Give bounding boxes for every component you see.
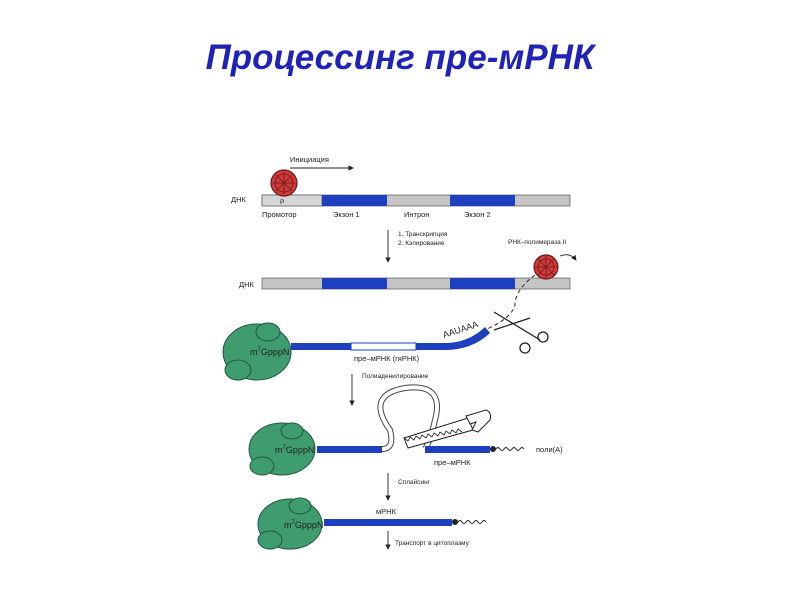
pre-mrna-2-exon-2 — [425, 446, 490, 453]
exon-1-segment-2 — [322, 278, 387, 289]
dna-strand-2 — [262, 278, 570, 289]
polymerase-direction-arrow — [560, 255, 576, 260]
step-capping-label: 2. Кэпирование — [398, 240, 445, 247]
step-transcription-label: 1. Транскрипция — [398, 231, 448, 238]
dna-label-1: ДНК — [231, 195, 246, 204]
saw-icon — [404, 410, 491, 448]
mature-mrna-strand — [324, 519, 452, 526]
poly-a-tail-1 — [496, 448, 524, 451]
dna-row-1: ДНК P Промотор Экзон 1 Интрон Экзон 2 — [231, 195, 570, 219]
pre-mrna-1-intron — [351, 343, 416, 350]
exon-1-label: Экзон 1 — [333, 210, 360, 219]
pre-mrna-hn-label: пре–мРНК (гяРНК) — [354, 354, 420, 363]
polyadenylation-label: Полиаденилирование — [362, 373, 429, 380]
splicing-label: Сплайсинг — [398, 478, 431, 486]
cap-3-label: m7GpppN — [284, 520, 323, 530]
pre-mrna-1-exon-1 — [291, 343, 351, 350]
cap-1-label: m7GpppN — [250, 347, 289, 357]
pre-mrna-label: пре–мРНК — [434, 458, 471, 467]
cap-2-label: m7GpppN — [275, 445, 314, 455]
rna-polymerase-2-icon — [534, 255, 558, 279]
dna-label-2: ДНК — [239, 280, 254, 289]
intron-label: Интрон — [404, 210, 429, 219]
mrna-label: мРНК — [376, 507, 397, 516]
promoter-label: Промотор — [262, 210, 297, 219]
exon-2-segment-2 — [450, 278, 515, 289]
exon-1-segment — [322, 195, 387, 206]
rna-polymerase-1-icon — [271, 170, 297, 196]
exon-2-label: Экзон 2 — [464, 210, 491, 219]
poly-a-start-dot — [490, 446, 496, 452]
promoter-region — [262, 195, 322, 206]
pre-mrna-2-exon-1 — [317, 446, 382, 453]
polymerase-label: РНК–полимераза II — [508, 239, 566, 246]
exon-2-segment — [450, 195, 515, 206]
poly-a-label: поли(А) — [536, 445, 563, 454]
transport-label: Транспорт в цитоплазму — [395, 540, 470, 547]
promoter-box-label: P — [280, 199, 284, 206]
poly-a-tail-2 — [458, 521, 486, 524]
initiation-label: Инициация — [290, 155, 329, 164]
dna-row-2: ДНК — [239, 278, 570, 289]
poly-a-start-dot-2 — [452, 519, 458, 525]
scissors-icon — [494, 312, 548, 353]
